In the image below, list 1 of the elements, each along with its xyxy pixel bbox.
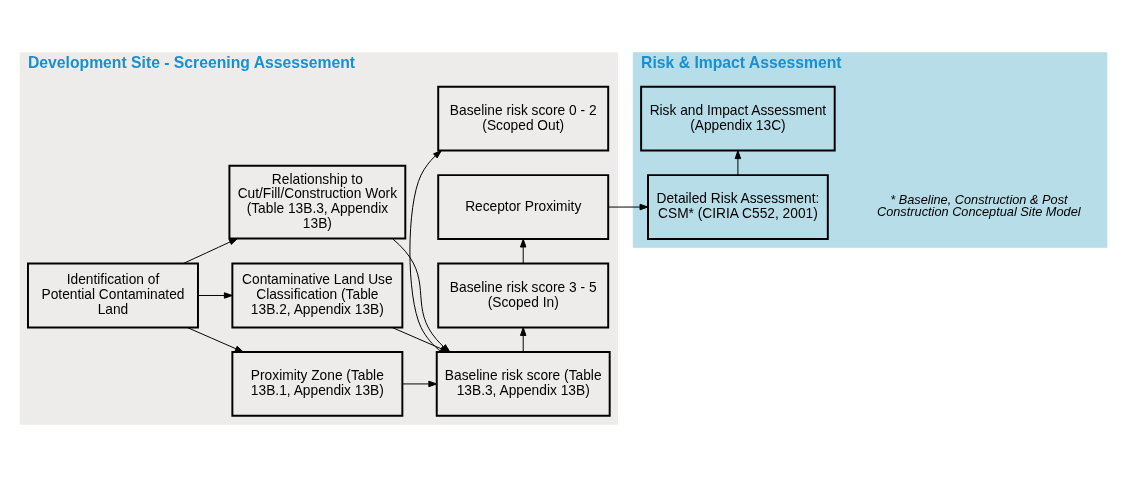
label: * Baseline, Construction & Post Construction Conceptual Site Model: [876, 191, 1081, 220]
